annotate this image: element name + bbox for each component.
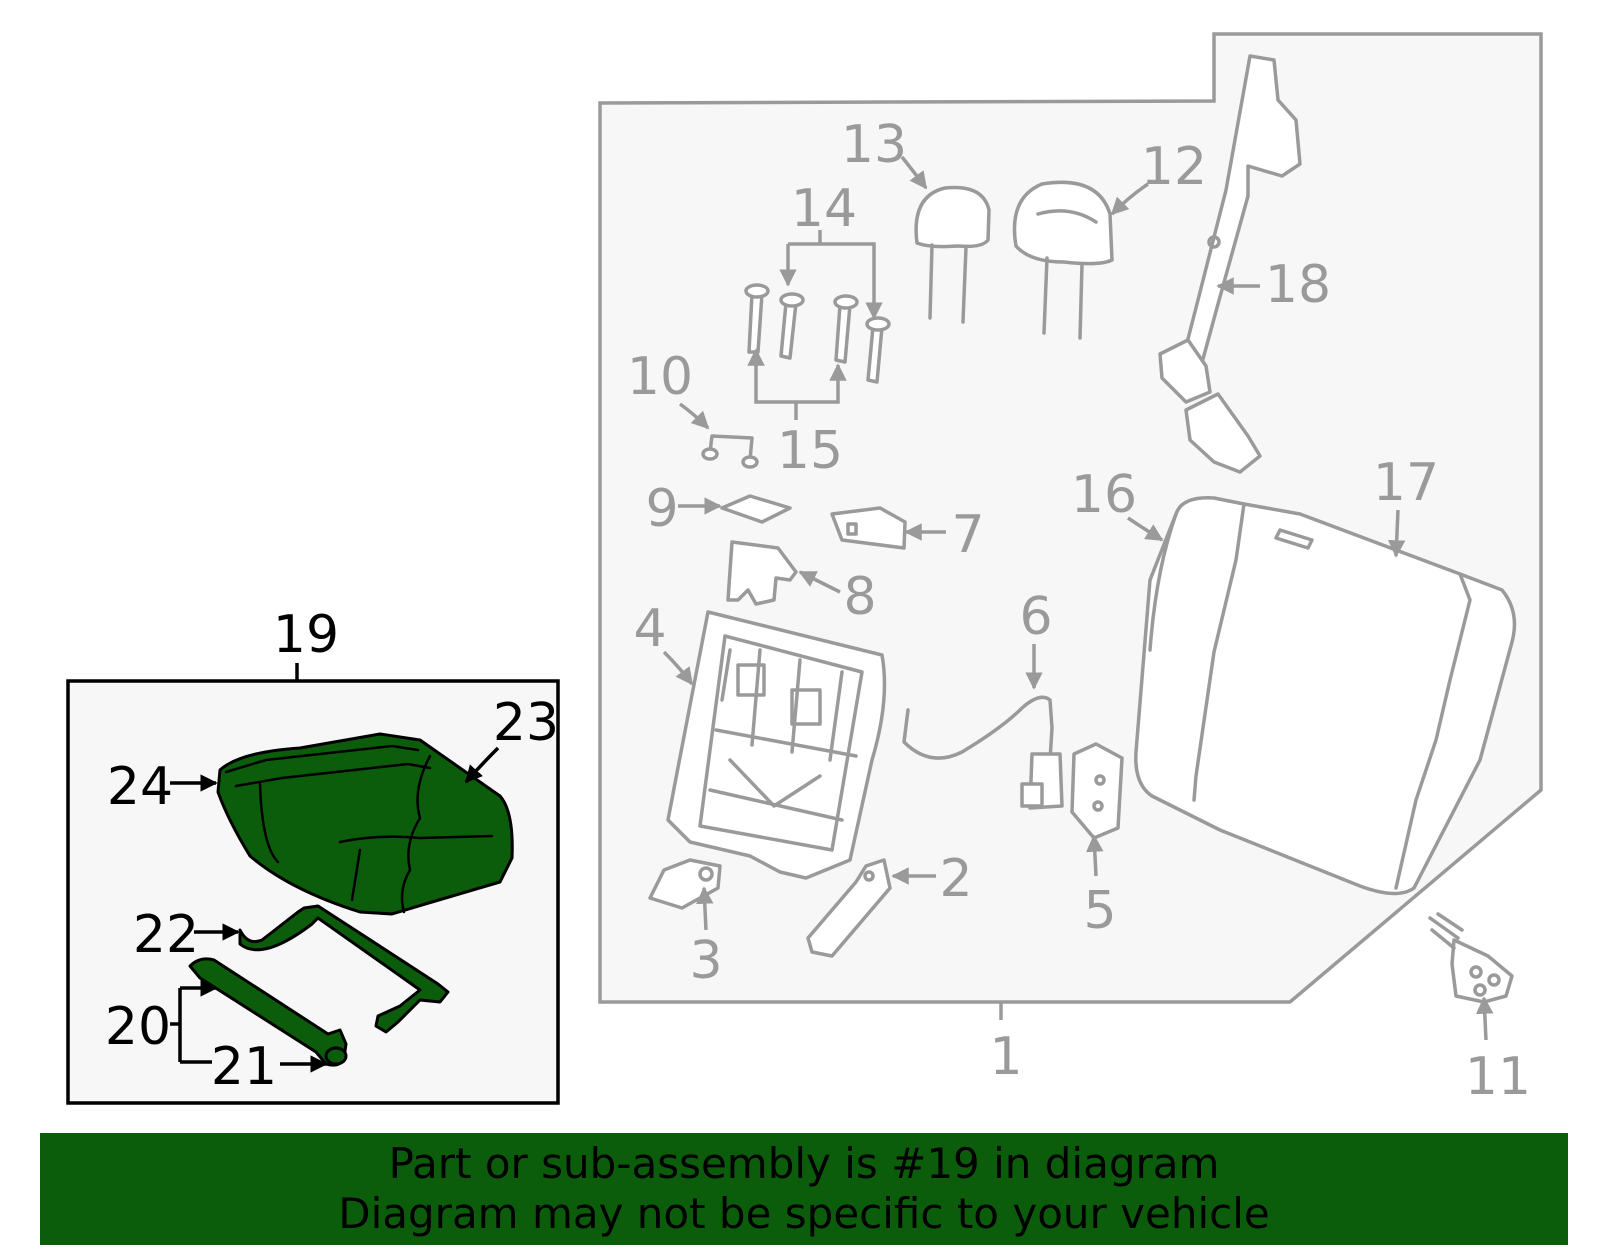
callout-12: 12: [1141, 137, 1207, 197]
callout-16: 16: [1071, 465, 1137, 525]
callout-15: 15: [777, 421, 843, 481]
bracket-5[interactable]: [1070, 742, 1124, 840]
callout-7: 7: [951, 505, 984, 565]
callout-3: 3: [689, 931, 722, 991]
callout-24: 24: [107, 757, 173, 817]
callout-1: 1: [989, 1027, 1022, 1087]
callout-19: 19: [273, 605, 339, 665]
callout-14: 14: [791, 179, 857, 239]
callout-8: 8: [843, 567, 876, 627]
seat-belt-18[interactable]: [1158, 54, 1302, 474]
callout-2: 2: [939, 849, 972, 909]
callout-11: 11: [1465, 1047, 1531, 1107]
black-leaders: [170, 663, 500, 1073]
callout-6: 6: [1019, 587, 1052, 647]
callout-20: 20: [105, 997, 171, 1057]
headrest-13[interactable]: [914, 185, 991, 324]
callout-13: 13: [841, 115, 907, 175]
seat-cushion-23-24[interactable]: [216, 732, 514, 916]
grey-leaders: [662, 155, 1494, 1041]
callout-4: 4: [633, 599, 666, 659]
callout-21: 21: [211, 1037, 277, 1097]
seat-back-16-17[interactable]: [1134, 496, 1517, 896]
info-banner-line-2: Diagram may not be specific to your vehi…: [338, 1189, 1270, 1238]
callout-23: 23: [493, 693, 559, 753]
callout-5: 5: [1083, 881, 1116, 941]
plate-8[interactable]: [726, 540, 798, 606]
headrest-12[interactable]: [1012, 180, 1114, 340]
info-banner-line-1: Part or sub-assembly is #19 in diagram: [388, 1139, 1220, 1188]
callout-22: 22: [133, 905, 199, 965]
callout-17: 17: [1373, 453, 1439, 513]
hinge-2[interactable]: [806, 858, 892, 958]
callout-18: 18: [1265, 255, 1331, 315]
seat-frame-4[interactable]: [666, 610, 887, 880]
headrest-guides-14-15[interactable]: [744, 283, 891, 384]
callout-9: 9: [645, 479, 678, 539]
callout-10: 10: [627, 347, 693, 407]
wire-22[interactable]: [238, 904, 450, 1034]
info-banner: Part or sub-assembly is #19 in diagram D…: [40, 1133, 1568, 1245]
wire-harness-6[interactable]: [902, 695, 1064, 810]
pad-9[interactable]: [720, 494, 792, 524]
wire-clip-10[interactable]: [701, 434, 759, 469]
hinge-bracket-11[interactable]: [1428, 912, 1514, 1004]
